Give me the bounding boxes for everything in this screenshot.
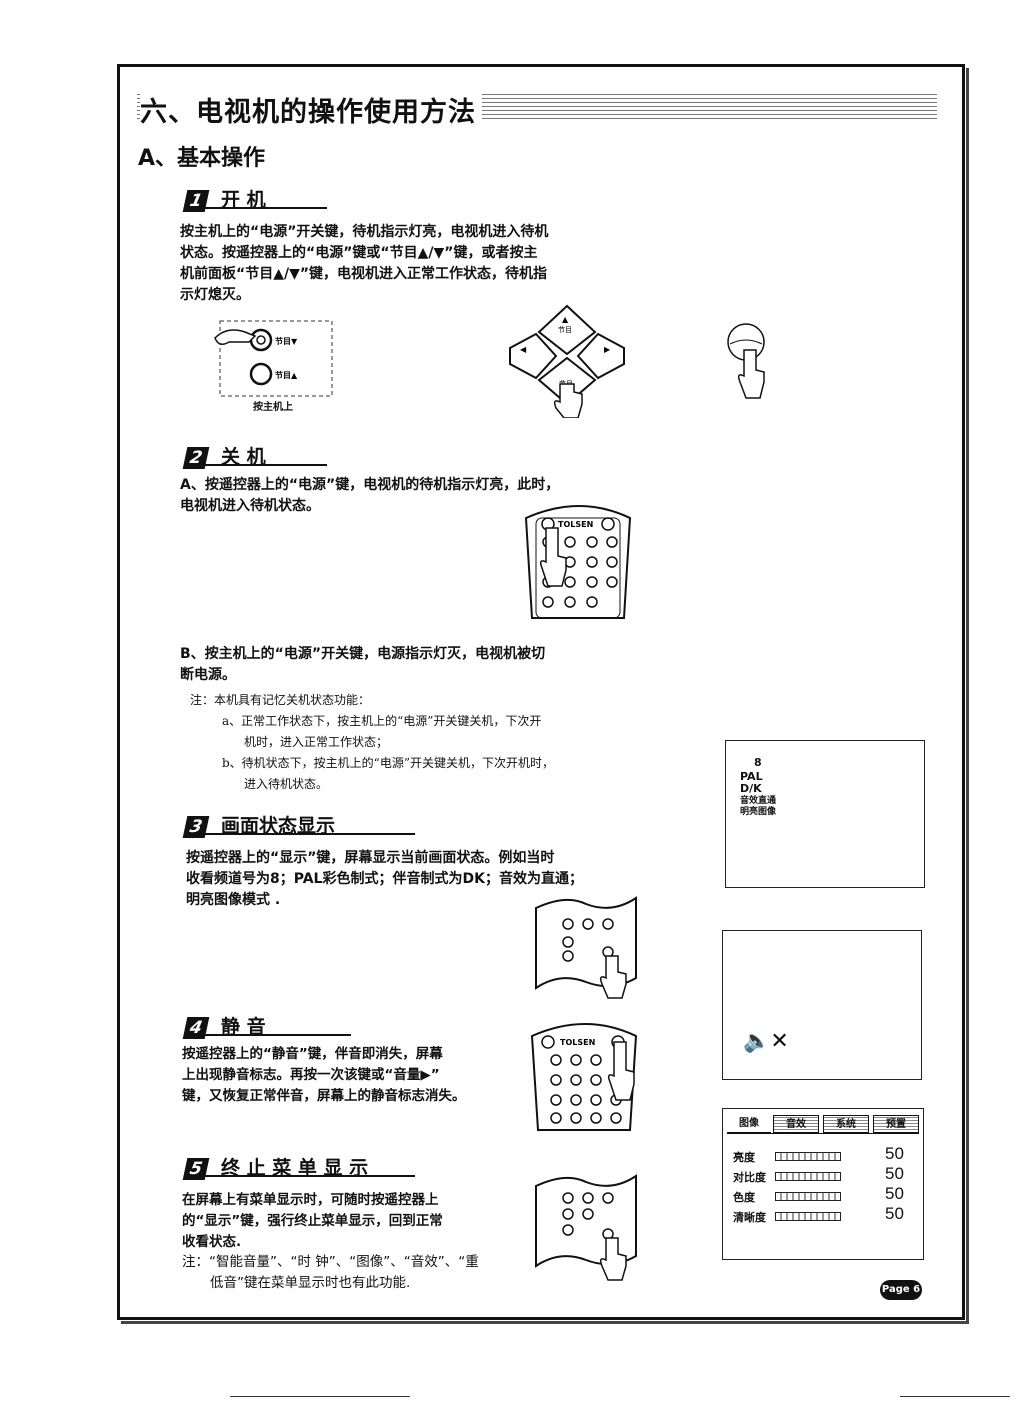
step-2-note: a、正常工作状态下，按主机上的“电源”开关键关机，下次开 机时，进入正常工作状态… <box>222 711 554 795</box>
text-line: 断电源。 <box>180 667 236 683</box>
svg-text:▲: ▲ <box>562 315 569 324</box>
osd-effect: 音效直通 <box>740 796 777 806</box>
sharpness-value: 50 <box>885 1204 904 1223</box>
note-line: 低音”键在菜单显示时也有此功能. <box>210 1275 411 1291</box>
step-2-underline <box>185 464 327 466</box>
contrast-bar <box>775 1172 841 1181</box>
text-line: 按遥控器上的“静音”键，伴音即消失，屏幕 <box>182 1046 443 1062</box>
step-3-label: 画面状态显示 <box>221 815 336 837</box>
step-4-label: 静 音 <box>221 1016 266 1038</box>
svg-text:TOLSEN: TOLSEN <box>560 1038 595 1047</box>
note-line: b、待机状态下，按主机上的“电源”开关键关机，下次开机时， <box>222 756 554 770</box>
step-5-note: 注：“智能音量”、“时 钟”、“图像”、“音效”、“重 低音”键在菜单显示时也有… <box>182 1252 479 1294</box>
text-line: 状态。按遥控器上的“电源”键或“节目▲/▼”键，或者按主 <box>180 245 538 261</box>
step-4-text: 按遥控器上的“静音”键，伴音即消失，屏幕 上出现静音标志。再按一次该键或“音量▶… <box>182 1044 466 1107</box>
remote-control-illustration: TOLSEN <box>524 505 632 619</box>
text-line: 在屏幕上有菜单显示时，可随时按遥控器上 <box>182 1192 439 1208</box>
menu-tab-preset: 预置 <box>873 1115 919 1133</box>
brightness-value: 50 <box>885 1144 904 1163</box>
page-title: 六、电视机的操作使用方法 <box>140 90 482 129</box>
osd-status-screen: 8 PAL D/K 音效直通 明亮图像 <box>725 740 925 888</box>
text-line: 示灯熄灭。 <box>180 287 250 303</box>
note-line: 机时，进入正常工作状态； <box>244 735 389 749</box>
remote-display-key-illustration-2 <box>535 1174 637 1281</box>
text-line: 的“显示”键，强行终止菜单显示，回到正常 <box>182 1213 443 1229</box>
text-line: 收看状态. <box>182 1234 242 1250</box>
menu-row-color: 色度 <box>733 1191 755 1204</box>
scan-artifact <box>230 1396 410 1397</box>
brightness-bar <box>775 1152 841 1161</box>
power-button-hand-illustration <box>727 323 765 399</box>
text-line: A、按遥控器上的“电源”键，电视机的待机指示灯亮，此时， <box>180 477 560 493</box>
step-3-text: 按遥控器上的“显示”键，屏幕显示当前画面状态。例如当时 收看频道号为8；PAL彩… <box>186 848 583 911</box>
step-2-text-b: B、按主机上的“电源”开关键，电源指示灯灭，电视机被切 断电源。 <box>180 644 545 686</box>
contrast-value: 50 <box>885 1164 904 1183</box>
text-line: 收看频道号为8；PAL彩色制式；伴音制式为DK；音效为直通； <box>186 871 583 887</box>
svg-text:▶: ▶ <box>604 345 611 354</box>
menu-divider <box>727 1133 919 1134</box>
remote-direction-keys-illustration: ▲节目 ◀▶ 节目 <box>509 304 625 418</box>
text-line: 电视机进入待机状态。 <box>180 498 320 514</box>
main-unit-panel-illustration: 节目▼ 节目▲ <box>214 320 333 397</box>
svg-text:◀: ◀ <box>520 345 527 354</box>
color-value: 50 <box>885 1184 904 1203</box>
step-5-underline <box>185 1175 415 1177</box>
osd-system: PAL <box>740 770 763 783</box>
menu-screen: 图像 音效 系统 预置 亮度 50 对比度 50 色度 50 清晰度 50 <box>722 1108 924 1260</box>
osd-channel: 8 <box>754 756 762 769</box>
step-5-label: 终 止 菜 单 显 示 <box>221 1157 369 1179</box>
note-line: a、正常工作状态下，按主机上的“电源”开关键关机，下次开 <box>222 714 542 728</box>
remote-mute-key-illustration: TOLSEN <box>530 1023 638 1131</box>
step-5-text: 在屏幕上有菜单显示时，可随时按遥控器上 的“显示”键，强行终止菜单显示，回到正常… <box>182 1190 443 1253</box>
step-2-label: 关 机 <box>221 446 266 468</box>
step-1-text: 按主机上的“电源”开关键，待机指示灯亮，电视机进入待机 状态。按遥控器上的“电源… <box>180 222 548 306</box>
page-frame-shadow <box>121 68 969 1324</box>
page-number-badge: Page 6 <box>880 1280 922 1300</box>
text-line: B、按主机上的“电源”开关键，电源指示灯灭，电视机被切 <box>180 646 546 662</box>
menu-row-sharpness: 清晰度 <box>733 1211 766 1224</box>
menu-tab-picture: 图像 <box>727 1115 771 1133</box>
sharpness-bar <box>775 1212 841 1221</box>
menu-row-brightness: 亮度 <box>733 1151 755 1164</box>
step-2-text-a: A、按遥控器上的“电源”键，电视机的待机指示灯亮，此时， 电视机进入待机状态。 <box>180 475 559 517</box>
svg-text:节目: 节目 <box>558 326 572 334</box>
text-line: 明亮图像模式 . <box>186 892 281 908</box>
osd-sound: D/K <box>740 782 762 795</box>
menu-row-contrast: 对比度 <box>733 1171 766 1184</box>
menu-tab-system: 系统 <box>823 1115 869 1133</box>
page-frame <box>117 64 965 1320</box>
mute-icon: 🔈✕ <box>743 1029 789 1054</box>
text-line: 按主机上的“电源”开关键，待机指示灯亮，电视机进入待机 <box>180 224 549 240</box>
svg-text:TOLSEN: TOLSEN <box>558 520 593 529</box>
step-1-label: 开 机 <box>221 189 266 211</box>
scan-artifact <box>900 1396 1010 1397</box>
text-line: 上出现静音标志。再按一次该键或“音量▶” <box>182 1067 440 1083</box>
main-unit-caption: 按主机上 <box>253 402 293 413</box>
note-line: 注：“智能音量”、“时 钟”、“图像”、“音效”、“重 <box>182 1254 479 1270</box>
text-line: 按遥控器上的“显示”键，屏幕显示当前画面状态。例如当时 <box>186 850 555 866</box>
text-line: 键，又恢复正常伴音，屏幕上的静音标志消失。 <box>182 1088 466 1104</box>
note-line: 进入待机状态。 <box>244 777 329 791</box>
step-1-underline <box>185 207 327 209</box>
step-3-underline <box>185 833 415 835</box>
menu-tab-sound: 音效 <box>773 1115 819 1133</box>
osd-picture: 明亮图像 <box>740 807 777 817</box>
mute-screen: 🔈✕ <box>722 930 922 1080</box>
remote-display-key-illustration <box>535 896 637 999</box>
color-bar <box>775 1192 841 1201</box>
text-line: 机前面板“节目▲/▼”键，电视机进入正常工作状态，待机指 <box>180 266 548 282</box>
svg-text:节目▼: 节目▼ <box>275 336 298 346</box>
step-2-note-heading: 注：本机具有记忆关机状态功能： <box>190 693 371 707</box>
section-heading: A、基本操作 <box>138 146 266 171</box>
svg-text:节目▲: 节目▲ <box>275 370 298 380</box>
step-4-underline <box>185 1034 351 1036</box>
